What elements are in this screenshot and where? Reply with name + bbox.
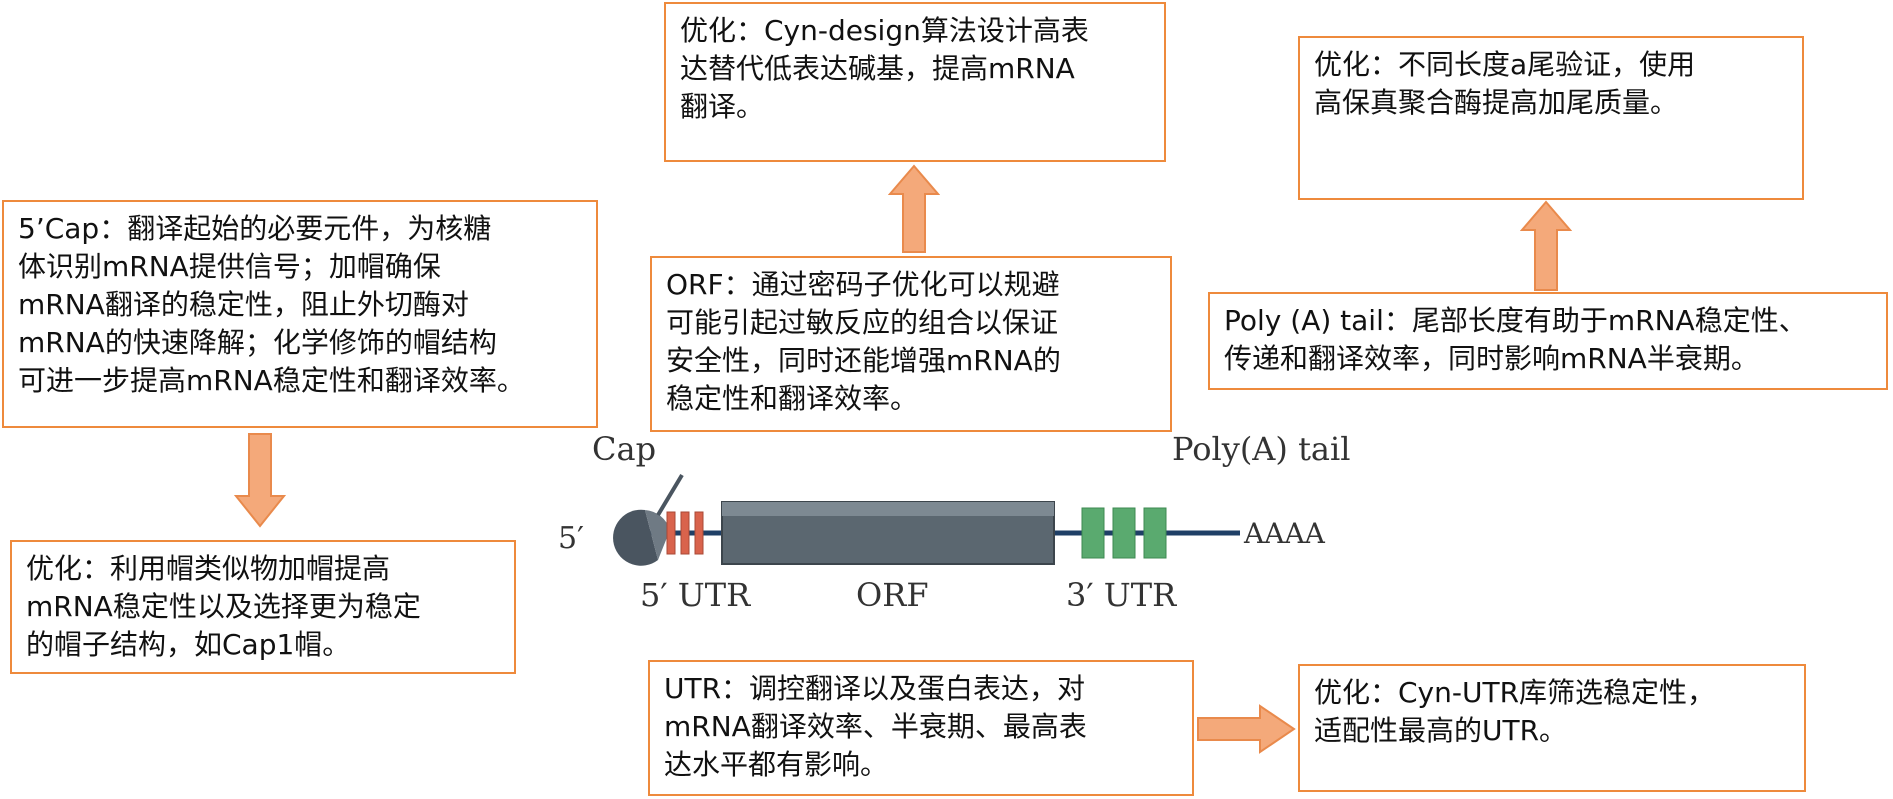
five-prime-label: 5′ [558, 521, 584, 556]
arrow-up-orf [888, 164, 940, 253]
orf-description-box: ORF：通过密码子优化可以规避 可能引起过敏反应的组合以保证 安全性，同时还能增… [650, 256, 1172, 432]
polya-aaaa-label: AAAA [1243, 517, 1326, 550]
orf-optimization-box: 优化：Cyn-design算法设计高表 达替代低表达碱基，提高mRNA 翻译。 [664, 2, 1166, 162]
orf-segment [721, 501, 1055, 565]
arrow-up-polya [1520, 200, 1572, 291]
utr3-segment [1081, 507, 1167, 559]
cap-label: Cap [592, 430, 656, 468]
utr5-label: 5′ UTR [640, 576, 751, 614]
utr-description-box: UTR：调控翻译以及蛋白表达，对 mRNA翻译效率、半衰期、最高表 达水平都有影… [648, 660, 1194, 796]
utr-optimization-box: 优化：Cyn-UTR库筛选稳定性， 适配性最高的UTR。 [1298, 664, 1806, 792]
utr3-label: 3′ UTR [1066, 576, 1177, 614]
polya-optimization-box: 优化：不同长度a尾验证，使用 高保真聚合酶提高加尾质量。 [1298, 36, 1804, 200]
cap-description-box: 5’Cap：翻译起始的必要元件，为核糖 体识别mRNA提供信号；加帽确保 mRN… [2, 200, 598, 428]
utr5-segment [666, 511, 704, 555]
mrna-structure-diagram: Cap Poly(A) tail 5′ AAAA 5′ UTR ORF 3′ U… [558, 430, 1350, 614]
polya-description-box: Poly (A) tail：尾部长度有助于mRNA稳定性、 传递和翻译效率，同时… [1208, 292, 1888, 390]
arrow-right-utr [1197, 704, 1296, 754]
cap-optimization-box: 优化：利用帽类似物加帽提高 mRNA稳定性以及选择更为稳定 的帽子结构，如Cap… [10, 540, 516, 674]
orf-label: ORF [856, 576, 929, 614]
cap-icon [613, 473, 684, 566]
polya-label: Poly(A) tail [1172, 430, 1350, 468]
arrow-down-cap [234, 433, 286, 528]
